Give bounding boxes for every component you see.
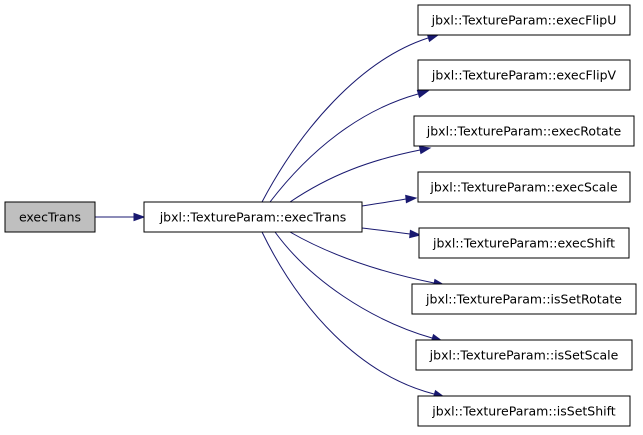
edge-to-exec-flip-u (261, 37, 429, 203)
edge-to-is-set-shift (261, 231, 435, 395)
edge-to-exec-rotate-arrowhead (418, 145, 432, 155)
edge-to-exec-shift (361, 227, 411, 235)
node-exec-flip-u[interactable]: jbxl::TextureParam::execFlipU (417, 4, 631, 36)
node-exec-scale[interactable]: jbxl::TextureParam::execScale (417, 171, 631, 203)
node-exec-flip-v-label: jbxl::TextureParam::execFlipV (431, 68, 617, 83)
edge-caller-to-center-arrowhead (133, 212, 146, 222)
node-exec-shift[interactable]: jbxl::TextureParam::execShift (418, 227, 630, 259)
node-is-set-scale[interactable]: jbxl::TextureParam::isSetScale (415, 339, 633, 371)
node-is-set-rotate-label: jbxl::TextureParam::isSetRotate (425, 292, 622, 307)
edge-to-exec-flip-v (269, 93, 419, 203)
node-is-set-shift[interactable]: jbxl::TextureParam::isSetShift (417, 395, 631, 427)
node-exec-flip-v[interactable]: jbxl::TextureParam::execFlipV (417, 59, 631, 91)
edge-to-exec-shift-arrowhead (409, 229, 422, 239)
node-exec-trans[interactable]: execTrans (4, 201, 96, 233)
node-exec-shift-label: jbxl::TextureParam::execShift (432, 236, 615, 251)
node-exec-rotate[interactable]: jbxl::TextureParam::execRotate (413, 115, 635, 147)
edge-to-exec-shift-scale-arrowhead (405, 194, 418, 204)
node-texture-param-exec-trans[interactable]: jbxl::TextureParam::execTrans (143, 201, 363, 233)
node-is-set-shift-label: jbxl::TextureParam::isSetShift (431, 404, 616, 419)
edge-to-exec-shift-scale (361, 198, 407, 207)
node-exec-trans-label: execTrans (19, 210, 81, 225)
edge-to-exec-rotate (289, 149, 421, 203)
node-exec-rotate-label: jbxl::TextureParam::execRotate (426, 124, 622, 139)
edge-to-is-set-scale (274, 231, 433, 339)
node-is-set-scale-label: jbxl::TextureParam::isSetScale (429, 348, 619, 363)
node-exec-scale-label: jbxl::TextureParam::execScale (429, 180, 617, 195)
edge-to-is-set-rotate (289, 231, 435, 284)
node-is-set-rotate[interactable]: jbxl::TextureParam::isSetRotate (411, 283, 637, 315)
node-texture-param-exec-trans-label: jbxl::TextureParam::execTrans (159, 210, 347, 225)
node-exec-flip-u-label: jbxl::TextureParam::execFlipU (431, 13, 617, 28)
edge-to-exec-flip-v-arrowhead (416, 89, 430, 99)
